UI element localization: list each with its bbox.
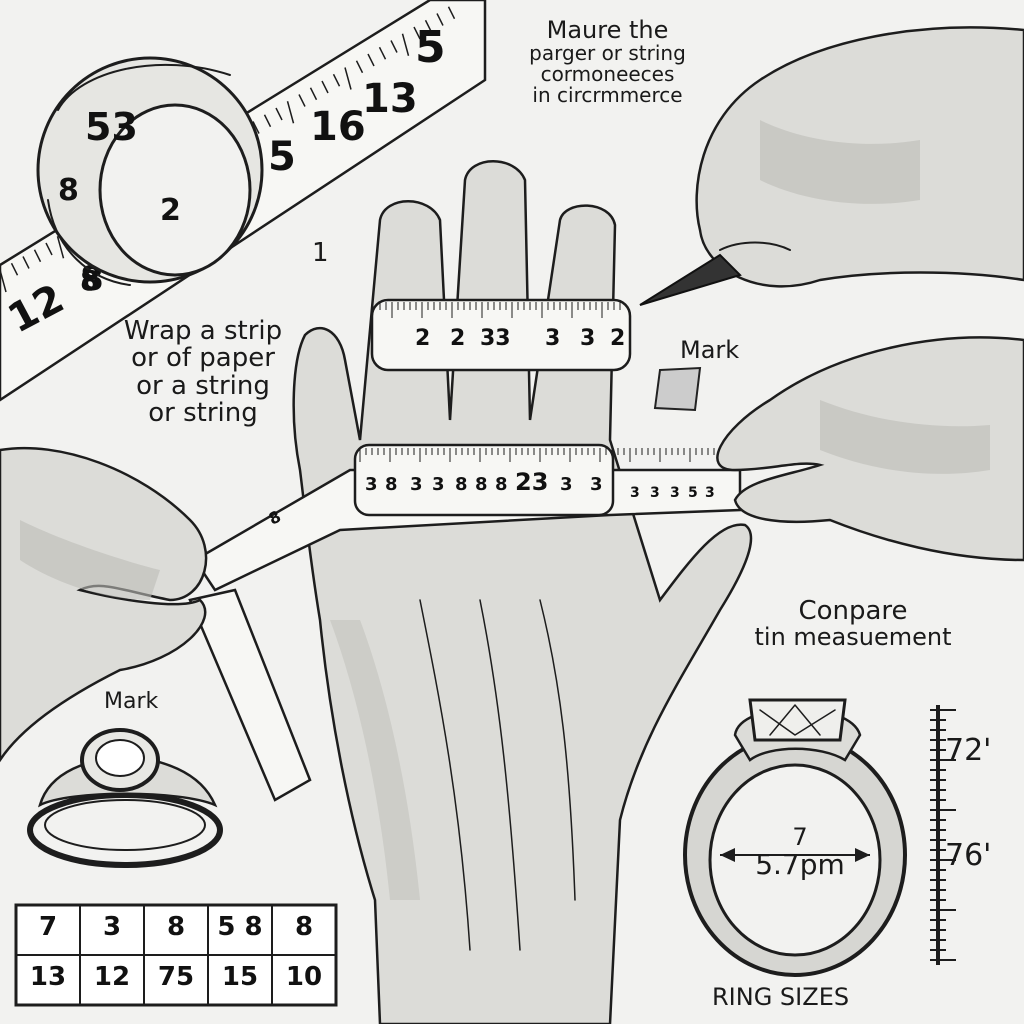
tape-tick — [298, 94, 306, 107]
tape-tick — [332, 73, 341, 87]
ring-tape-number: 2 — [160, 193, 181, 228]
hand-tape-number: 3 — [410, 474, 423, 495]
label-line: or of paper — [131, 343, 275, 374]
hand-tape-number: 23 — [515, 468, 548, 496]
ring-scale-top-label: 72' — [945, 733, 992, 768]
tape-tick — [344, 67, 352, 90]
compare-measurement-label: Conpare tin measuement — [738, 596, 968, 652]
label-line: 7 — [792, 823, 808, 851]
top-tape-number: 5 — [268, 134, 296, 180]
tape-tick — [22, 256, 30, 269]
hand-tape-number: 3 — [590, 474, 603, 495]
left-ring — [27, 728, 223, 868]
label-line: Maure the — [546, 16, 669, 44]
hand-tape-number: 3 — [670, 485, 680, 501]
label-line: Conpare — [798, 596, 908, 626]
label-line: or a string — [136, 370, 270, 401]
ring-scale-bottom-label: 76' — [945, 838, 992, 873]
tape-tick — [355, 60, 364, 74]
pen-mark-stub — [653, 366, 702, 412]
top-tape-number: 16 — [310, 104, 366, 150]
tape-tick — [286, 101, 295, 124]
label-line: Wrap a strip — [123, 316, 283, 346]
label-line: cormoneeces — [540, 62, 675, 87]
tape-tick — [424, 19, 433, 33]
chart-bottom-cell: 13 — [29, 962, 67, 992]
mark-right-label: Mark — [680, 336, 740, 364]
tape-tick — [10, 262, 19, 276]
right-hand-with-pen — [639, 26, 1024, 306]
finger-tape-loop: 2 2 33 3 3 2 — [370, 298, 632, 372]
tape-tick — [390, 40, 398, 53]
finger-tape-number: 2 — [415, 326, 430, 351]
ring-size-scale — [930, 705, 956, 965]
top-tape-number: 5 — [415, 22, 446, 73]
wrap-instructions-label: Wrap a strip or of paper or a string or … — [118, 316, 288, 428]
label-line: 5.7pm — [755, 848, 845, 882]
step-one-label: 1 — [312, 238, 329, 268]
tape-tick — [367, 53, 375, 67]
hand-tape-number: 8 — [495, 474, 508, 495]
hand-tape-number: 3 — [650, 485, 660, 501]
hand-tape-number: 3 — [705, 485, 715, 501]
ring-tape-number: 8 — [58, 173, 79, 208]
label-line: in circrmmerce — [532, 83, 683, 108]
hand-tape-number: 3 — [560, 474, 573, 495]
chart-top-cell: 8 — [166, 912, 186, 942]
tape-tick — [309, 87, 318, 101]
tape-tick — [0, 269, 7, 293]
finger-tape-number: 2 — [610, 326, 625, 351]
chart-bottom-cell: 15 — [221, 962, 259, 992]
tape-tick — [447, 6, 456, 20]
tape-tick — [401, 33, 410, 56]
chart-top-cell: 8 — [294, 912, 314, 942]
ring-inner-measure-label: 7 5.7pm — [745, 823, 855, 882]
chart-bottom-cell: 75 — [157, 962, 195, 992]
hand-tape-number: 8 — [475, 474, 488, 495]
left-hand — [0, 446, 208, 763]
label-line: tin measuement — [754, 623, 952, 652]
tape-tick — [263, 114, 272, 128]
top-tape-number: 13 — [362, 76, 418, 122]
right-ring — [683, 698, 907, 977]
tape-tick — [33, 249, 42, 263]
chart-bottom-cell: 12 — [93, 962, 131, 992]
hand-tape-number: 5 — [688, 485, 698, 501]
tape-tick — [45, 242, 53, 256]
chart-top-cell: 3 — [102, 912, 122, 942]
ring-size-chart-grid — [14, 903, 338, 1007]
chart-top-cell: 5 8 — [217, 912, 263, 942]
hand-tape-number: 3 — [630, 485, 640, 501]
central-hand — [292, 160, 753, 1024]
tape-tick — [56, 236, 65, 259]
ring-sizes-title: RING SIZES — [712, 983, 850, 1011]
hand-tape-number: 8 — [385, 474, 398, 495]
label-line: parger or string — [529, 41, 686, 66]
chart-top-cell: 7 — [38, 912, 58, 942]
ring-tape-number: 53 — [85, 105, 138, 149]
tape-tick — [321, 80, 329, 94]
tape-tick — [378, 46, 387, 60]
rolled-tape-ring: 53 8 2 8 — [36, 56, 264, 297]
hand-tape-wrap: 3 8 3 3 8 8 8 23 3 3 3 3 3 5 3 8 — [188, 443, 742, 802]
label-line: or string — [148, 397, 258, 428]
tape-tick — [252, 121, 260, 134]
chart-bottom-cell: 10 — [285, 962, 323, 992]
hand-tape-number: 3 — [432, 474, 445, 495]
right-hand-lower — [716, 336, 1024, 562]
ring-tape-number: 8 — [80, 264, 99, 297]
tape-tick — [275, 107, 283, 121]
tape-tick — [436, 13, 444, 26]
finger-tape-number: 33 — [480, 326, 511, 351]
finger-tape-number: 2 — [450, 326, 465, 351]
hand-tape-number: 8 — [455, 474, 468, 495]
hand-tape-number: 3 — [365, 474, 378, 495]
finger-tape-number: 3 — [580, 326, 595, 351]
finger-tape-number: 3 — [545, 326, 560, 351]
measure-instructions-label: Maure the parger or string cormoneeces i… — [500, 16, 715, 108]
tape-tick — [413, 26, 421, 40]
mark-left-label: Mark — [104, 689, 159, 714]
